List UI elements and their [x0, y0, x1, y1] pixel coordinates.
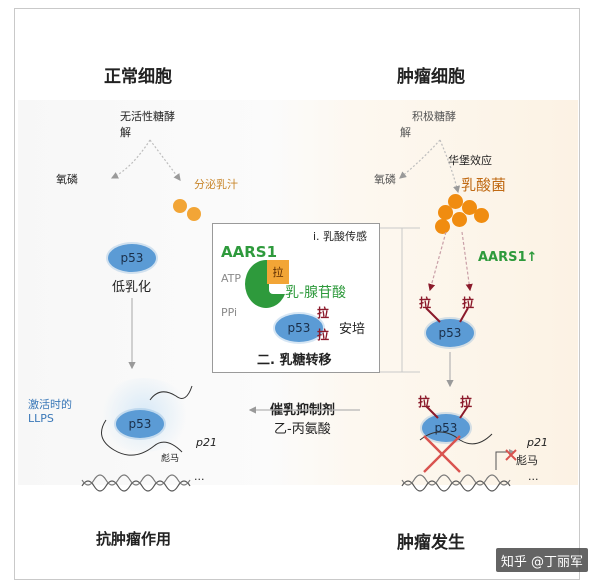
aars1-upregulated-label: AARS1↑: [478, 250, 538, 265]
flow-arrow: [439, 139, 461, 194]
lactobacillus-label: 乳酸菌: [461, 176, 507, 194]
lactate-dot: [435, 219, 450, 234]
lactate-dot: [438, 205, 453, 220]
warburg-effect-label: 华堡效应: [448, 154, 492, 167]
dna-strand: [401, 474, 511, 486]
chromatin-fiber: [419, 431, 493, 445]
puma-gene-label: 彪马: [161, 454, 180, 464]
lactyl-mark: 拉: [418, 395, 431, 409]
dna-strand: [81, 480, 191, 492]
lactate-sensing-label: i. 乳酸传感: [313, 230, 368, 243]
figure-frame: [14, 8, 580, 580]
blocked-cross: [505, 449, 517, 461]
p21-gene-label: p21: [527, 436, 548, 449]
right-oxphos-label: 氧磷: [374, 173, 396, 186]
lactate-dot: [462, 200, 477, 215]
p53-protein: p53: [275, 314, 323, 342]
beta-alanine-label: 乙-丙氨酸: [274, 422, 331, 437]
lactyl-mark: 拉: [419, 296, 432, 310]
lactyl-mark: 拉: [317, 328, 330, 342]
flow-arrow: [149, 139, 181, 181]
secrete-lactate-label: 分泌乳汁: [194, 178, 238, 191]
lactyl-transfer-label: 二. 乳糖转移: [257, 353, 332, 368]
ellipsis: ...: [528, 470, 539, 483]
ellipsis: ...: [194, 470, 205, 483]
chromatin-fiber: [149, 385, 193, 401]
title-normal-cell: 正常细胞: [104, 67, 172, 87]
flow-arrow: [399, 139, 441, 179]
blocked-cross: [423, 435, 461, 473]
dna-strand: [401, 480, 511, 492]
dna-strand: [81, 474, 191, 486]
lactyl-stalk: [425, 307, 441, 323]
p53-protein: p53: [116, 410, 164, 438]
ppi-label: PPi: [221, 306, 238, 319]
lactyl-mark: 拉: [460, 395, 473, 409]
chromatin-fiber: [101, 419, 183, 456]
title-tumor-cell: 肿瘤细胞: [397, 67, 465, 87]
lactyl-mark: 拉: [462, 296, 475, 310]
lactate-dot: [187, 207, 201, 221]
lactyl-stalk: [459, 405, 469, 419]
llps-label: 激活时的: [28, 398, 72, 411]
lactate-dot: [474, 208, 489, 223]
lactate-substrate: 拉: [267, 260, 289, 284]
aars1-label: AARS1: [221, 243, 278, 261]
llps-label-2: LLPS: [28, 412, 54, 425]
active-glycolysis-label-2: 解: [400, 126, 411, 139]
lactate-dot: [452, 212, 467, 227]
active-glycolysis-label: 积极糖酵: [412, 110, 456, 123]
lactyl-mark: 拉: [317, 306, 330, 320]
lactylation-arrow: [428, 231, 447, 292]
p53-protein: p53: [108, 244, 156, 272]
left-oxphos-label: 氧磷: [56, 173, 78, 186]
p53-protein: p53: [422, 414, 470, 442]
ampere-label: 安培: [339, 322, 366, 337]
low-lactylation-label: 低乳化: [112, 280, 152, 295]
watermark: 知乎 @丁丽军: [496, 548, 588, 572]
lactate-dot: [173, 199, 187, 213]
lactylation-arrow: [461, 231, 473, 292]
lactate-dot: [448, 194, 463, 209]
p21-gene-label: p21: [196, 436, 217, 449]
title-tumorigenesis: 肿瘤发生: [397, 533, 465, 553]
puma-gene-label: 彪马: [516, 454, 538, 467]
atp-label: ATP: [221, 272, 242, 285]
lactyl-adenylate-label: 乳-腺苷酸: [285, 285, 347, 301]
p53-protein: p53: [426, 319, 474, 347]
flow-arrow: [110, 139, 151, 179]
lactyl-stalk: [425, 405, 439, 419]
inactive-glycolysis-label: 无活性糖酵: [120, 110, 175, 123]
mechanism-inset: i. 乳酸传感 AARS1 拉 ATP PPi 乳-腺苷酸 p53 拉 拉 安培…: [212, 223, 380, 373]
lactyl-stalk: [459, 307, 469, 323]
title-anti-tumor: 抗肿瘤作用: [96, 530, 172, 548]
inactive-glycolysis-label-2: 解: [120, 126, 131, 139]
